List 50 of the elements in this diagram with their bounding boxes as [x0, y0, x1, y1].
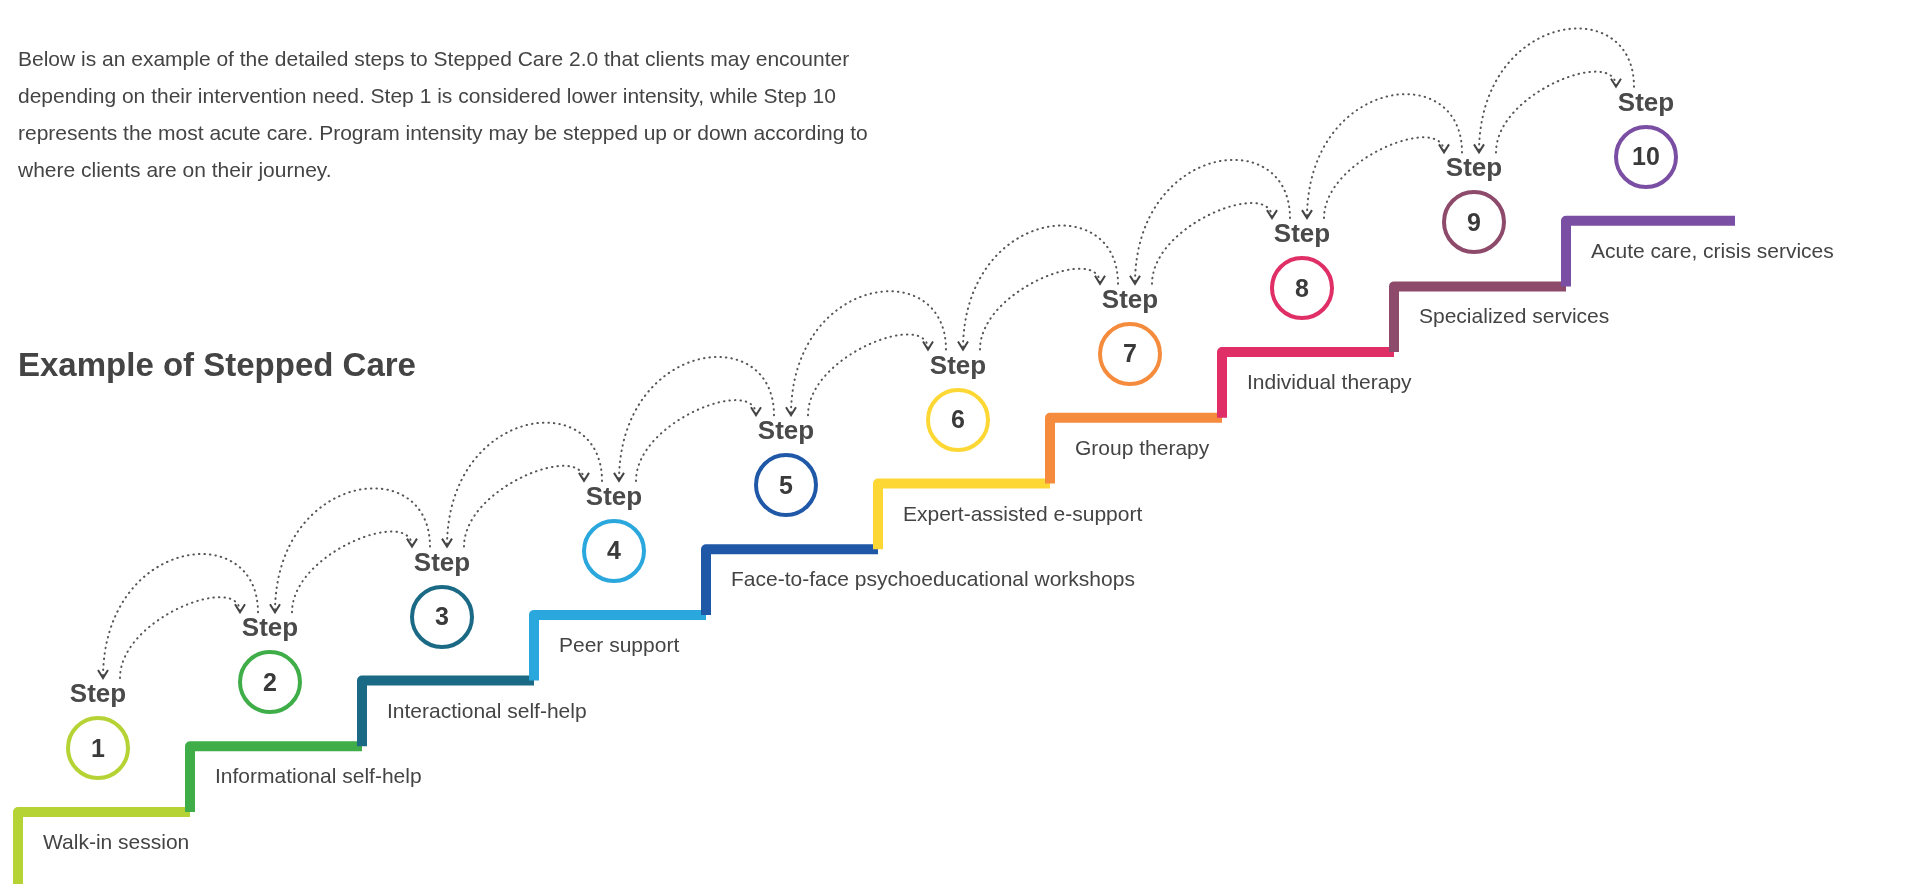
dotted-arrow [463, 464, 588, 548]
step-heading: Step [1101, 283, 1159, 314]
step-number-circle: 7 [1098, 321, 1162, 386]
dotted-arrow [635, 399, 760, 482]
dotted-arrow [1129, 158, 1291, 285]
dotted-arrow [97, 553, 259, 679]
dotted-arrow [1301, 93, 1463, 220]
intro-paragraph: Below is an example of the detailed steps to Stepped Care 2.0 that clients may encounter depending on their intervention need. Step 1 is considered lower intensity, while Step 10 represents the most acute care. Program intensity may be stepped up or down according to where clients are on their journey. [18, 46, 868, 183]
dotted-arrow [785, 290, 947, 417]
dotted-arrow [441, 421, 603, 548]
dotted-arrow [1323, 136, 1448, 220]
step-heading: Step [69, 678, 127, 708]
step-description: Interactional self-help [387, 698, 587, 723]
dotted-arrow [1151, 202, 1276, 285]
dotted-arrow [1495, 70, 1620, 154]
step-description: Specialized services [1419, 304, 1610, 329]
dotted-arrow [979, 267, 1104, 351]
step-number-circle: 6 [926, 387, 990, 452]
step-heading: Step [757, 415, 815, 446]
step-heading: Step [413, 546, 471, 577]
step-heading: Step [929, 349, 987, 380]
dotted-arrow [119, 596, 244, 679]
step-number-circle: 3 [410, 584, 474, 649]
dotted-arrow [613, 355, 775, 482]
step-heading: Step [1445, 152, 1503, 183]
step-description: Group therapy [1075, 435, 1210, 460]
step-description: Individual therapy [1247, 370, 1412, 395]
step-heading: Step [1273, 218, 1331, 249]
step-description: Expert-assisted e-support [903, 501, 1143, 526]
step-heading: Step [585, 480, 643, 511]
step-number-circle: 10 [1614, 124, 1678, 189]
step-heading: Step [241, 612, 299, 643]
dotted-arrow [957, 224, 1119, 351]
step-description: Acute care, crisis services [1591, 238, 1834, 263]
diagram-title: Example of Stepped Care [18, 346, 416, 384]
step-number-circle: 2 [238, 650, 302, 715]
step-number-circle: 1 [66, 716, 130, 780]
step-description: Walk-in session [43, 830, 190, 854]
step-number-circle: 9 [1442, 190, 1506, 255]
dotted-arrow [291, 530, 416, 614]
step-number-circle: 4 [582, 518, 646, 583]
step-description: Face-to-face psychoeducational workshops [731, 567, 1135, 592]
step-heading: Step [1617, 86, 1675, 117]
dotted-arrow [807, 333, 932, 417]
dotted-arrow [269, 487, 431, 614]
step-number-circle: 8 [1270, 256, 1334, 321]
step-number-circle: 5 [754, 453, 818, 518]
step-description: Informational self-help [215, 764, 422, 789]
dotted-arrow [1473, 27, 1635, 154]
step-description: Peer support [559, 632, 680, 657]
